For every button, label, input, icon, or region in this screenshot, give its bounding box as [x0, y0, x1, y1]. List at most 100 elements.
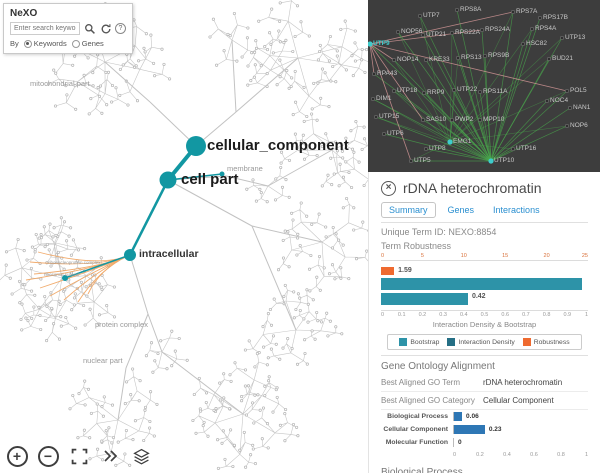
gene-node-emg1[interactable]	[447, 139, 453, 145]
gene-node-rps8a[interactable]	[454, 7, 460, 13]
gene-node-utp7[interactable]	[417, 13, 423, 19]
gene-label-noc4[interactable]: NOC4	[550, 97, 569, 104]
gene-label-nan1[interactable]: NAN1	[573, 104, 591, 111]
gene-node-utp13[interactable]	[559, 35, 565, 41]
gene-node-nan1[interactable]	[567, 105, 573, 111]
graph-label-intracellular[interactable]: intracellular	[139, 248, 199, 260]
gene-node-rpa43[interactable]	[371, 71, 377, 77]
gene-node-bud21[interactable]	[546, 56, 552, 62]
gene-label-rps24a[interactable]: RPS24A	[485, 26, 510, 33]
gene-node-nop14[interactable]	[391, 57, 397, 63]
gene-node-rps17b[interactable]	[537, 15, 543, 21]
gene-label-rps8a[interactable]: RPS8A	[460, 6, 482, 13]
gene-label-nop14[interactable]: NOP14	[397, 56, 419, 63]
gene-label-utp21[interactable]: UTP21	[426, 31, 447, 38]
gene-label-rrp9[interactable]: RRP9	[427, 89, 445, 96]
gene-label-utp13[interactable]: UTP13	[565, 34, 586, 41]
gene-node-rps22a[interactable]	[449, 30, 455, 36]
gene-node-utp15[interactable]	[373, 114, 379, 120]
gene-label-utp6[interactable]: UTP6	[387, 130, 404, 137]
gene-node-pwp2[interactable]	[449, 117, 455, 123]
tab-interactions[interactable]: Interactions	[493, 205, 540, 215]
layers-button[interactable]	[129, 444, 153, 468]
gene-node-utp6[interactable]	[381, 131, 387, 137]
gene-node-dim1[interactable]	[370, 96, 376, 102]
gene-label-utp9[interactable]: UTP9	[373, 40, 390, 47]
gene-label-emg1[interactable]: EMG1	[453, 138, 472, 145]
node-cluster[interactable]	[62, 275, 68, 281]
gene-label-dim1[interactable]: DIM1	[376, 95, 392, 102]
gene-label-utp22[interactable]: UTP22	[457, 86, 478, 93]
search-input[interactable]	[10, 22, 80, 35]
gene-label-rpa43[interactable]: RPA43	[377, 70, 398, 77]
gene-label-rps9b[interactable]: RPS9B	[488, 52, 510, 59]
gene-node-utp8[interactable]	[423, 146, 429, 152]
gene-label-utp8[interactable]: UTP8	[429, 145, 446, 152]
gene-label-rps13[interactable]: RPS13	[461, 54, 482, 61]
gene-node-rps24a[interactable]	[479, 27, 485, 33]
gene-node-rps7a[interactable]	[510, 9, 516, 15]
gene-label-nop6[interactable]: NOP6	[570, 122, 588, 129]
graph-label-cellular-component[interactable]: cellular_component	[207, 137, 349, 154]
gene-node-utp21[interactable]	[420, 32, 426, 38]
gene-node-noc4[interactable]	[544, 98, 550, 104]
tab-summary[interactable]: Summary	[381, 202, 436, 218]
gene-label-pwp2[interactable]: PWP2	[455, 116, 474, 123]
gene-label-mpp10[interactable]: MPP10	[483, 116, 505, 123]
zoom-out-button[interactable]: −	[36, 444, 60, 468]
gene-label-utp16[interactable]: UTP16	[516, 145, 537, 152]
gene-node-mpp10[interactable]	[477, 117, 483, 123]
gene-node-kre33[interactable]	[423, 57, 429, 63]
help-icon[interactable]: ?	[115, 23, 126, 34]
node-cellular-component[interactable]	[186, 136, 206, 156]
gene-node-utp16[interactable]	[510, 146, 516, 152]
gene-label-hsc82[interactable]: HSC82	[526, 40, 547, 47]
gene-label-bud21[interactable]: BUD21	[552, 55, 573, 62]
gene-label-pol5[interactable]: POL5	[570, 87, 587, 94]
gene-label-rps4a[interactable]: RPS4A	[535, 25, 557, 32]
gene-node-utp22[interactable]	[451, 87, 457, 93]
radio-keywords[interactable]: Keywords	[23, 39, 67, 48]
radio-genes[interactable]: Genes	[71, 39, 104, 48]
gene-label-sas10[interactable]: SAS10	[426, 116, 447, 123]
gene-label-rps22a[interactable]: RPS22A	[455, 29, 480, 36]
gene-label-kre33[interactable]: KRE33	[429, 56, 450, 63]
gene-label-utp15[interactable]: UTP15	[379, 113, 400, 120]
network-canvas[interactable]	[368, 0, 600, 172]
gene-label-utp18[interactable]: UTP18	[397, 87, 418, 94]
gene-label-rps11a[interactable]: RPS11A	[483, 88, 508, 95]
reset-icon[interactable]	[99, 22, 112, 35]
node-intracellular[interactable]	[124, 249, 136, 261]
fullscreen-button[interactable]	[67, 444, 91, 468]
gene-label-utp7[interactable]: UTP7	[423, 12, 440, 19]
gene-node-pol5[interactable]	[564, 88, 570, 94]
gene-node-rps4a[interactable]	[529, 26, 535, 32]
zoom-in-button[interactable]: +	[5, 444, 29, 468]
node-membrane[interactable]	[219, 171, 225, 177]
close-icon[interactable]: ×	[381, 180, 396, 196]
gene-node-rps11a[interactable]	[477, 89, 483, 95]
gene-node-nop56[interactable]	[395, 29, 401, 35]
gene-node-rrp9[interactable]	[421, 90, 427, 96]
gene-label-utp5[interactable]: UTP5	[414, 157, 431, 164]
gene-node-utp18[interactable]	[391, 88, 397, 94]
search-icon[interactable]	[83, 22, 96, 35]
graph-label-cell-part[interactable]: cell part	[181, 171, 239, 188]
gene-node-utp10[interactable]	[488, 158, 494, 164]
gene-label-nop56[interactable]: NOP56	[401, 28, 423, 35]
gene-node-rps9b[interactable]	[482, 53, 488, 59]
gene-node-nop6[interactable]	[564, 123, 570, 129]
gene-node-utp5[interactable]	[408, 158, 414, 164]
ontology-tree-canvas[interactable]	[0, 0, 368, 473]
gene-node-rps13[interactable]	[455, 55, 461, 61]
tab-genes[interactable]: Genes	[447, 205, 475, 215]
gene-node-hsc82[interactable]	[520, 41, 526, 47]
gene-label-rps17b[interactable]: RPS17B	[543, 14, 568, 21]
expand-button[interactable]	[98, 444, 122, 468]
gene-label-utp10[interactable]: UTP10	[494, 157, 515, 164]
gene-label-rps7a[interactable]: RPS7A	[516, 8, 538, 15]
node-cell-part[interactable]	[159, 171, 177, 189]
gene-node-utp9[interactable]	[368, 41, 373, 47]
